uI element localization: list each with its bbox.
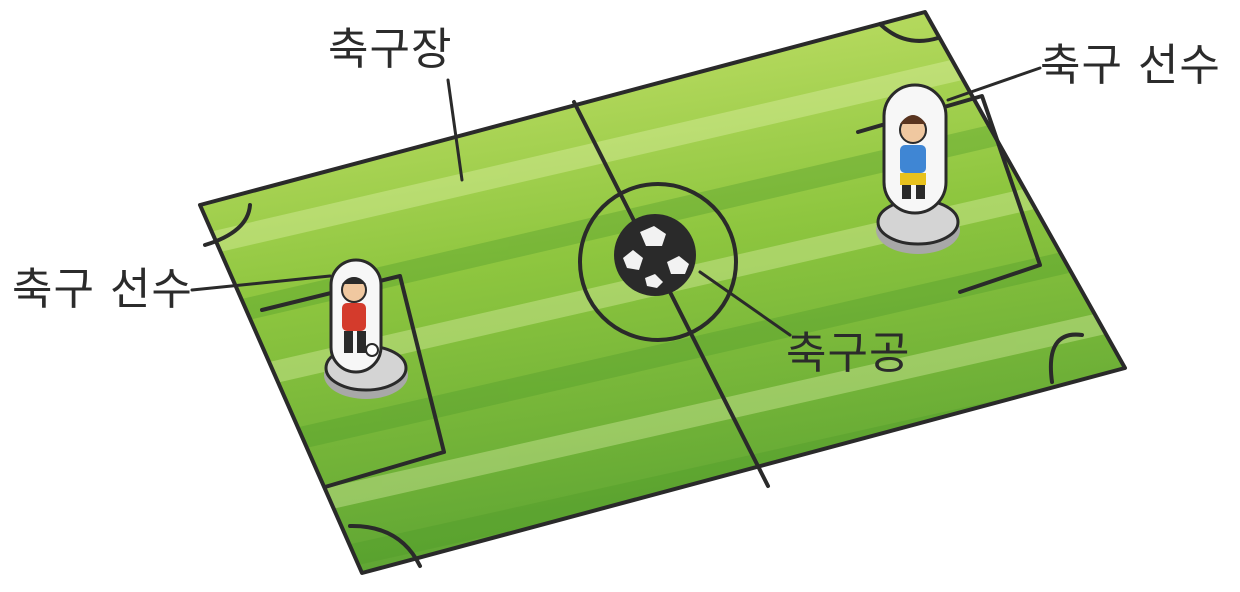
right-player-label: 축구 선수 — [1040, 40, 1221, 91]
left-player-label: 축구 선수 — [12, 264, 193, 315]
corner-arc-bottom-right — [1048, 332, 1084, 384]
corner-arc-top-right — [878, 22, 940, 43]
pitch-lines — [190, 10, 1127, 575]
left-player-figure — [324, 258, 408, 399]
soccer-ball — [614, 214, 696, 296]
field-boundary — [198, 10, 1127, 575]
field-label-leader — [446, 78, 464, 182]
corner-arc-top-left — [203, 203, 252, 247]
soccer-ball-label: 축구공 — [786, 328, 911, 379]
ball-leader — [698, 270, 792, 337]
player-left-leader — [190, 274, 332, 292]
soccer-field-label: 축구장 — [328, 24, 453, 75]
player-right-leader — [946, 66, 1042, 102]
halfway-line — [572, 100, 770, 488]
right-player-figure — [876, 83, 960, 254]
corner-arc-bottom-left — [348, 523, 422, 568]
center-circle — [578, 182, 738, 342]
